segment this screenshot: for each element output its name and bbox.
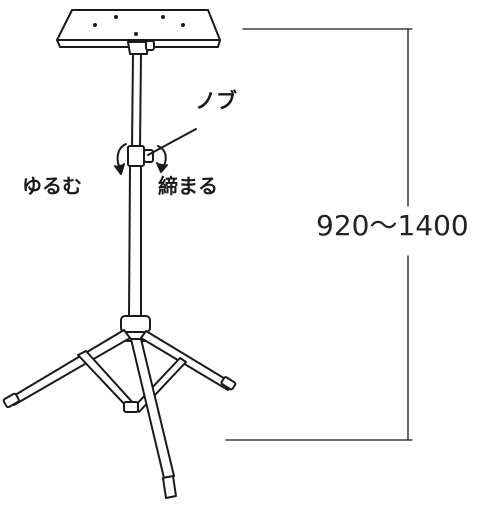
lower-pole <box>128 165 142 319</box>
height-dimension <box>225 28 413 441</box>
tray <box>56 9 221 55</box>
upper-pole <box>131 53 142 149</box>
knob-label: ノブ <box>195 89 237 113</box>
tighten-label: 締まる <box>158 174 218 198</box>
front-leg <box>130 338 177 499</box>
height-range-label: 920〜1400 <box>316 209 469 242</box>
left-leg <box>2 329 131 409</box>
loosen-label: ゆるむ <box>22 174 82 198</box>
rotation-arrows <box>114 143 168 175</box>
knob-clamp <box>127 128 197 167</box>
right-leg <box>140 330 237 391</box>
leg-braces <box>77 350 187 413</box>
